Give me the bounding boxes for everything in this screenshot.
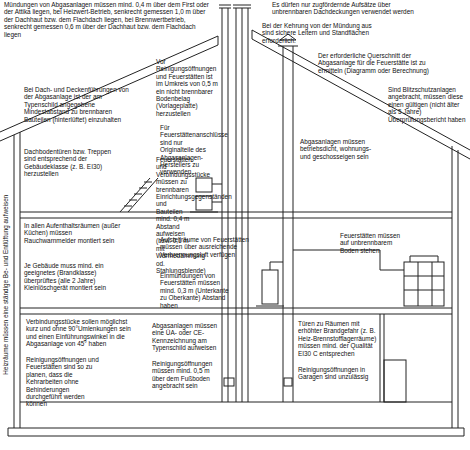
chimney-cap xyxy=(219,5,251,8)
tiled-stove xyxy=(404,262,444,306)
annotation-text: Einmündungen von Feuerstätten müssen min… xyxy=(160,272,232,309)
stove-symbol xyxy=(196,196,212,210)
annotation-text: Reinigungsöffnungen und Feuerstätten sin… xyxy=(26,356,106,408)
cleaning-opening xyxy=(284,378,292,386)
annotation-text: Sind Blitzschutzanlagen angebracht, müss… xyxy=(388,86,468,123)
annotation-text: Mündungen von Abgasanlagen müssen mind. … xyxy=(4,1,212,38)
annotation-text: In allen Aufenthaltsräumen (außer Küchen… xyxy=(24,222,124,244)
annotation-text: Reinigungsöffnungen müssen mind. 0,5 m ü… xyxy=(152,360,218,390)
annotation-text: Verbindungsstücke sollen möglichst kurz … xyxy=(26,318,134,348)
annotation-text: Für Feuerstättenanschlüsse sind nur Orig… xyxy=(160,124,218,176)
stove-connector xyxy=(270,262,283,270)
annotation-text: Abgasanlagen müssen betriebsdicht, wohnu… xyxy=(300,138,374,160)
annotation-text: Es dürfen nur zugfördernde Aufsätze über… xyxy=(272,1,422,16)
stove-connector xyxy=(212,184,222,202)
annotation-text: Reinigungsöffnungen in Garagen sind unzu… xyxy=(298,366,378,381)
wall-left xyxy=(14,132,20,428)
annotation-text: Vor Reinigungsöffnungen und Feuerstätten… xyxy=(156,58,218,117)
annotation-text: Je Gebäude muss mind. ein geeignetes (Br… xyxy=(24,262,120,292)
annotation-text: Der erforderliche Querschnitt der Abgasa… xyxy=(318,52,448,74)
partition-wall xyxy=(380,314,384,402)
stove-symbol xyxy=(196,178,212,192)
annotation-text: Türen zu Räumen mit erhöhter Brandgefahr… xyxy=(298,320,378,357)
annotation-text: Bei der Kehrung von der Mündung aus sind… xyxy=(262,22,380,44)
annotation-text: Bei Dach- und Deckenführungen von der Ab… xyxy=(24,86,132,123)
annotation-text: Aufstellräume von Feuerstätten müssen üb… xyxy=(160,236,258,258)
roof-left xyxy=(0,36,218,141)
annotation-text: Dachbodentüren bzw. Treppen sind entspre… xyxy=(24,148,120,178)
attic-stair xyxy=(120,178,158,212)
chimney-pipe xyxy=(283,46,293,402)
cleaning-opening xyxy=(224,378,234,386)
chimney-pipe xyxy=(222,8,248,402)
roof-ridge xyxy=(218,30,252,45)
annotation-text: Feuerstätten müssen auf unbrennbarem Bod… xyxy=(340,232,410,254)
annotation-text: Heizräume müssen eine ständige Be- und E… xyxy=(2,155,9,415)
foundation xyxy=(8,428,464,436)
stove-symbol xyxy=(262,270,278,304)
tiled-stove xyxy=(404,256,444,306)
wall-right xyxy=(452,146,458,428)
annotation-text: Abgasanlagen müssen eine ÜA- oder CE-Ken… xyxy=(152,322,218,352)
door-symbol xyxy=(384,360,406,402)
